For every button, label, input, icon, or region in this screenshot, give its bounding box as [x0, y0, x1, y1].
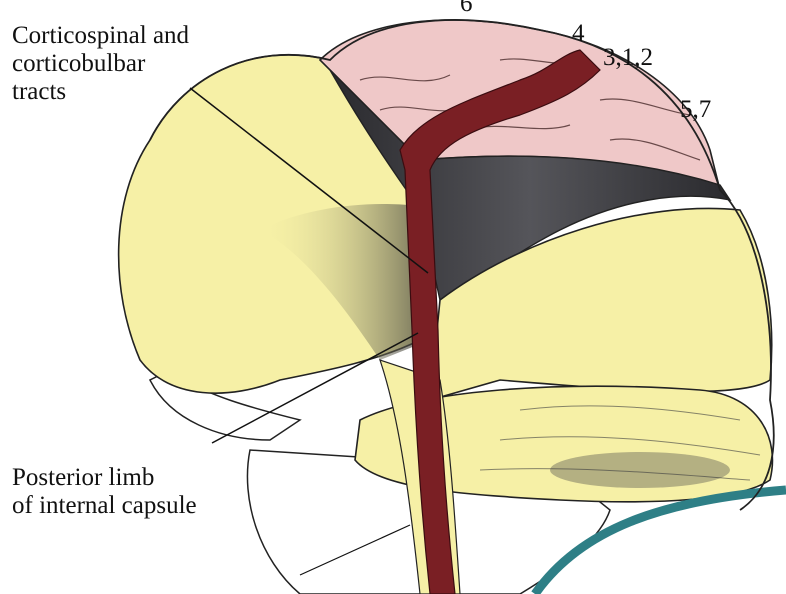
temporal-white-matter — [354, 385, 774, 503]
corticospinal-tract — [399, 49, 601, 594]
label-area-4: 4 — [572, 20, 585, 47]
label-area-312: 3,1,2 — [603, 44, 653, 71]
leader-line-posterior-limb — [211, 332, 419, 444]
label-posterior-limb: Posterior limb of internal capsule — [12, 464, 197, 519]
label-area-57: 5,7 — [680, 96, 712, 123]
leader-line-corticospinal — [189, 87, 429, 274]
brain-outline — [149, 19, 775, 511]
blue-structure — [531, 485, 786, 594]
label-area-6: 6 — [460, 0, 473, 17]
label-corticospinal: Corticospinal and corticobulbar tracts — [12, 22, 190, 105]
leader-line-lower — [299, 524, 411, 576]
frontal-shading — [260, 204, 440, 360]
